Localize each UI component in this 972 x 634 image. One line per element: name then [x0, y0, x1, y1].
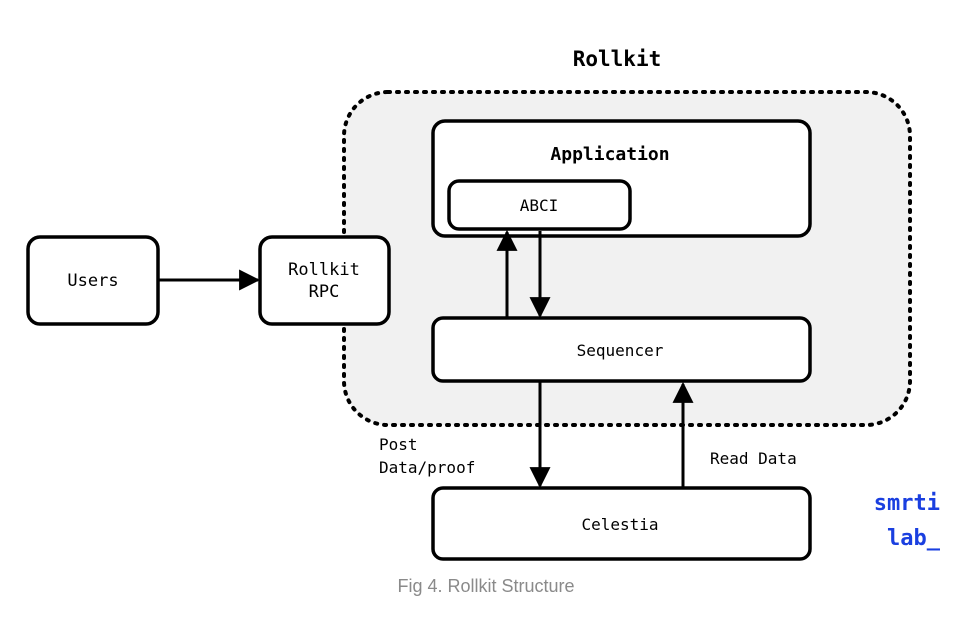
figure-caption: Fig 4. Rollkit Structure [397, 576, 575, 596]
smrti-lab-logo-line1: smrti [874, 491, 940, 516]
smrti-lab-logo-line2: lab_ [887, 526, 941, 551]
rollkit-rpc-label-line2: RPC [309, 282, 340, 302]
post-data-label-line1: Post [379, 435, 418, 454]
users-label: Users [67, 271, 118, 291]
post-data-label-line2: Data/proof [379, 458, 475, 477]
application-label: Application [550, 144, 669, 165]
rollkit-title: Rollkit [573, 47, 662, 71]
rollkit-rpc-node [258, 235, 391, 326]
celestia-node [431, 486, 812, 561]
rollkit-rpc-label-line1: Rollkit [288, 260, 360, 280]
abci-label: ABCI [520, 196, 559, 215]
read-data-label: Read Data [710, 449, 797, 468]
sequencer-label: Sequencer [577, 341, 664, 360]
sequencer-node [431, 316, 812, 383]
abci-node [447, 179, 632, 231]
celestia-label: Celestia [581, 515, 658, 534]
